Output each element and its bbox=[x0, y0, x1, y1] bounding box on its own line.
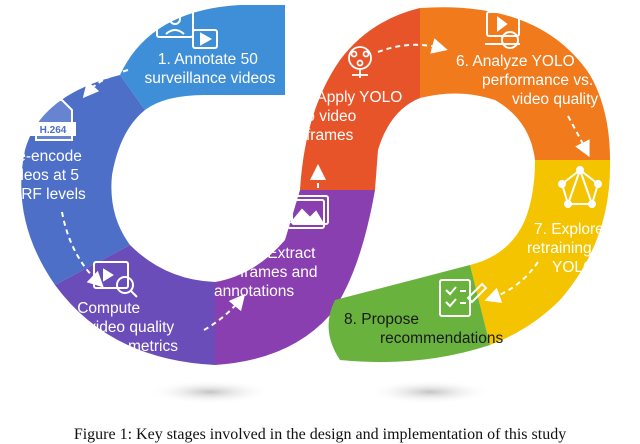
stage-7-line-1: 7. Explore bbox=[534, 221, 604, 238]
segment-stage-5 bbox=[300, 8, 420, 190]
image-frames-icon bbox=[287, 195, 329, 229]
stage-4-line-2: frames and bbox=[240, 264, 318, 281]
stage-4-line-3: annotations bbox=[214, 283, 294, 300]
right-shadow bbox=[368, 380, 492, 404]
stage-5-line-3: frames bbox=[306, 127, 354, 144]
stage-8-label: 8. Propose recommendations bbox=[344, 311, 503, 347]
stage-7-line-3: YOLO bbox=[552, 259, 595, 276]
checklist-icon bbox=[439, 279, 488, 317]
stage-5-line-2: to video bbox=[302, 108, 356, 125]
stage-2-line-3: videos at 5 bbox=[4, 167, 79, 184]
segment-stage-6 bbox=[420, 7, 610, 161]
stage-2-label: 2. Re-encode videos at 5 CRF levels bbox=[4, 129, 86, 203]
stage-3-line-1: 3. Compute bbox=[60, 300, 140, 317]
stage-1-label: 1. Annotate 50 surveillance videos bbox=[145, 51, 276, 87]
stage-2-line-4: CRF levels bbox=[10, 186, 86, 203]
stage-3-line-3: metrics bbox=[128, 338, 178, 355]
h264-badge: H.264 bbox=[40, 125, 67, 136]
stage-3-line-2: video quality bbox=[88, 319, 174, 336]
video-inspect-icon bbox=[485, 11, 520, 49]
stage-4-label: 4. Extract frames and annotations bbox=[214, 245, 322, 300]
stage-5-line-1: 5. Apply YOLO bbox=[300, 89, 402, 106]
neural-network-icon bbox=[348, 46, 372, 78]
stage-6-line-1: 6. Analyze YOLO bbox=[456, 53, 575, 70]
stage-6-label: 6. Analyze YOLO performance vs. video qu… bbox=[456, 53, 598, 108]
stage-1-line-1: 1. Annotate 50 bbox=[158, 51, 258, 68]
stage-5-label: 5. Apply YOLO to video frames bbox=[300, 89, 407, 144]
stage-8-line-2: recommendations bbox=[380, 330, 503, 347]
connector-5-6 bbox=[377, 38, 448, 54]
connector-1-2 bbox=[82, 69, 129, 99]
left-shadow bbox=[148, 380, 272, 404]
connector-7-8 bbox=[484, 261, 539, 303]
segment-stage-8 bbox=[328, 265, 490, 363]
h264-file-icon: H.264 bbox=[30, 99, 76, 141]
segment-stage-4 bbox=[215, 190, 375, 365]
connector-6-7 bbox=[567, 115, 590, 158]
network-graph-icon bbox=[558, 166, 602, 208]
stage-8-line-1: 8. Propose bbox=[344, 311, 419, 328]
stage-7-label: 7. Explore retraining YOLO bbox=[527, 221, 608, 276]
stage-6-line-2: performance vs. bbox=[482, 72, 593, 89]
connectors bbox=[61, 38, 590, 331]
connector-3-4 bbox=[203, 293, 246, 331]
figure-caption: Figure 1: Key stages involved in the des… bbox=[73, 426, 567, 443]
video-analysis-icon bbox=[93, 261, 138, 298]
stage-3-label: 3. Compute video quality metrics bbox=[60, 300, 178, 355]
stage-4-line-1: 4. Extract bbox=[250, 245, 316, 262]
stage-1-line-2: surveillance videos bbox=[145, 70, 276, 87]
segment-stage-7 bbox=[470, 160, 611, 345]
stage-2-line-1: 2. bbox=[16, 129, 29, 146]
stage-6-line-3: video quality bbox=[512, 91, 598, 108]
segment-stage-1 bbox=[120, 5, 285, 110]
annotate-video-icon bbox=[156, 6, 218, 49]
stage-2-line-2: Re-encode bbox=[6, 148, 82, 165]
connector-2-3 bbox=[61, 211, 104, 288]
stage-7-line-2: retraining bbox=[527, 240, 592, 257]
